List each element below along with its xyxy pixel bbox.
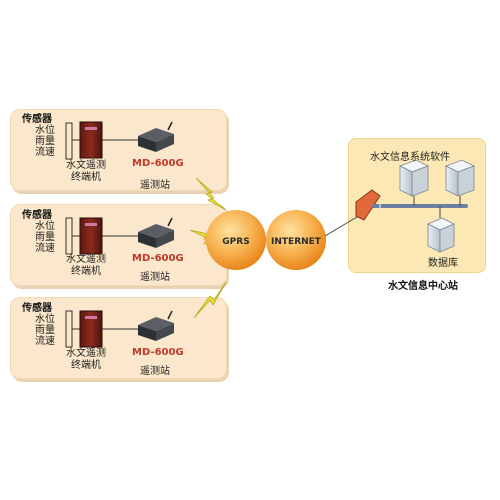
internet-bubble: [266, 210, 326, 270]
server-2-icon: [445, 159, 475, 206]
wireless-link-1-icon: [195, 177, 227, 211]
sensor-bracket: [65, 122, 73, 160]
device-label: MD-600G: [132, 253, 184, 264]
sensor-items: 水位雨量流速: [35, 221, 55, 254]
internet-label: INTERNET: [271, 237, 322, 247]
gprs-label: GPRS: [222, 237, 249, 247]
terminal-label: 水文遥测终端机: [66, 254, 106, 277]
station-panel-1: [10, 109, 227, 191]
server-1-icon: [399, 159, 429, 206]
sensor-items: 水位雨量流速: [35, 314, 55, 347]
wireless-link-3-icon: [193, 281, 227, 319]
database-server-icon: [427, 206, 455, 253]
station-3-graphics: [65, 310, 174, 348]
software-label: 水文信息系统软件: [370, 152, 450, 163]
firewall-icon: [355, 189, 381, 221]
terminal-label: 水文遥测终端机: [66, 348, 106, 371]
station-1-graphics: [65, 121, 174, 160]
md600g-device: [138, 217, 174, 248]
gprs-bubble: [206, 210, 266, 270]
device-label: MD-600G: [132, 347, 184, 358]
device-label: MD-600G: [132, 158, 184, 169]
station-panel-3: [10, 297, 227, 379]
sensor-items: 水位雨量流速: [35, 125, 55, 158]
center-title: 水文信息中心站: [388, 281, 458, 292]
sensor-title: 传感器: [22, 210, 52, 221]
sensor-title: 传感器: [22, 303, 52, 314]
sensor-bracket: [65, 310, 73, 348]
station-panel-2: [10, 204, 227, 286]
station-name: 遥测站: [140, 180, 170, 191]
station-name: 遥测站: [140, 272, 170, 283]
md600g-device: [138, 121, 174, 152]
center-graphics: [355, 159, 475, 253]
sensor-bracket: [65, 217, 73, 255]
md600g-device: [138, 310, 174, 341]
database-label: 数据库: [428, 258, 458, 269]
station-2-graphics: [65, 217, 174, 255]
station-name: 遥测站: [140, 366, 170, 377]
terminal-label: 水文遥测终端机: [66, 160, 106, 183]
sensor-title: 传感器: [22, 114, 52, 125]
